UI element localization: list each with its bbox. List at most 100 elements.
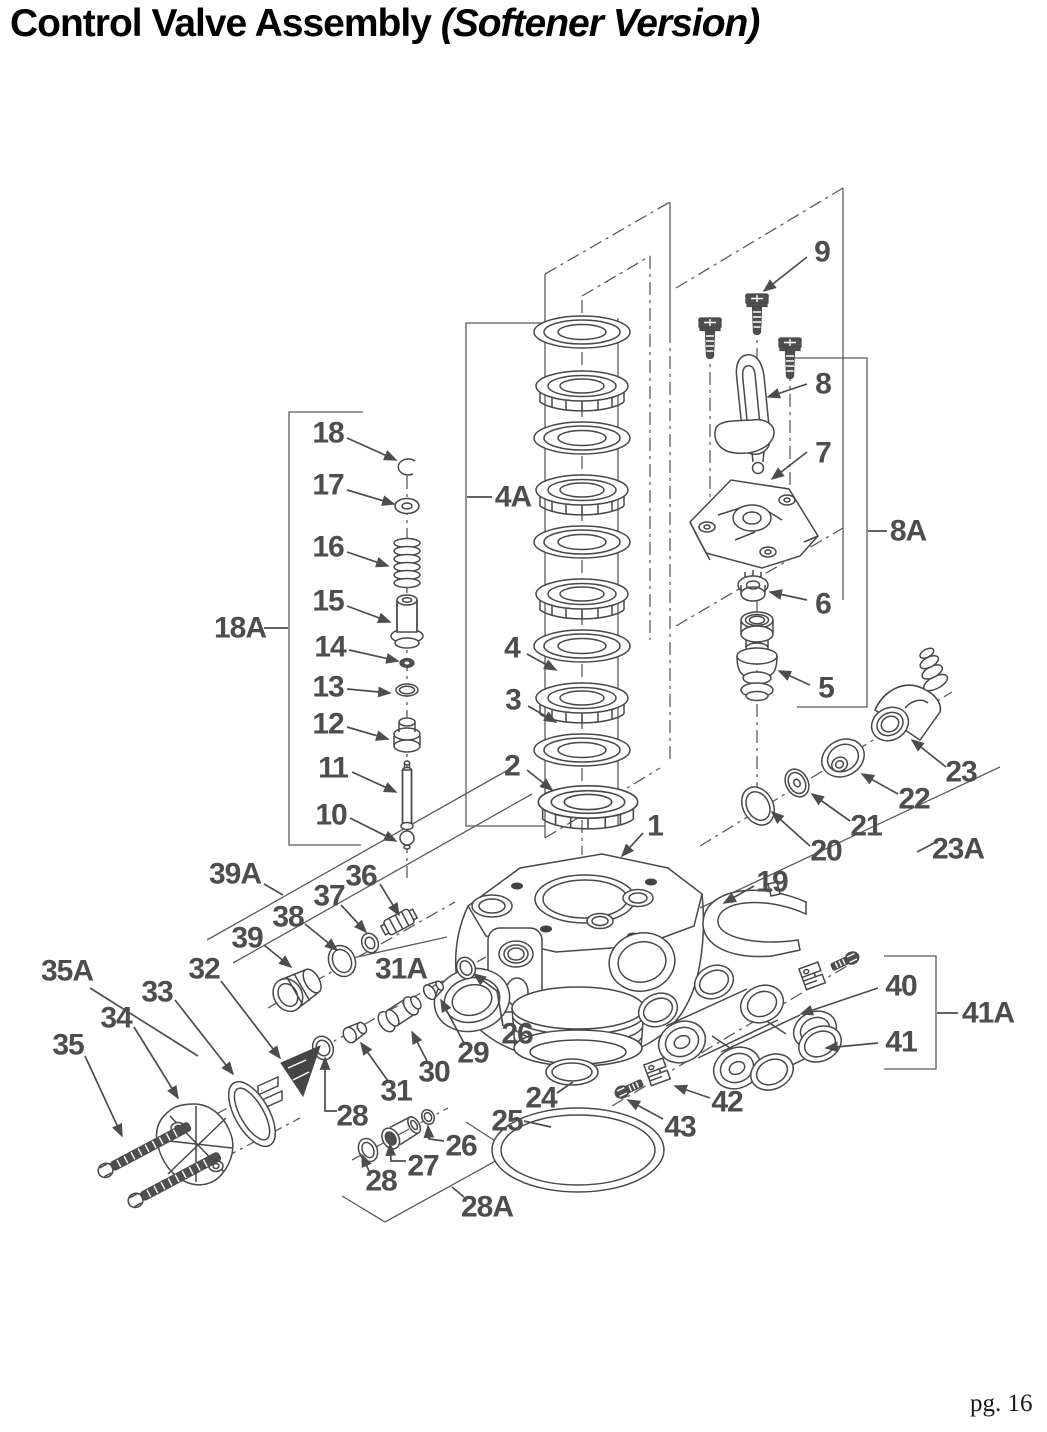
- leader-line-2: [526, 769, 554, 792]
- leader-line-1: [620, 832, 644, 858]
- leader-line-23: [910, 738, 947, 768]
- leader-line-39a: [263, 883, 284, 896]
- part-label-33: 33: [141, 976, 173, 1009]
- leader-line-15: [346, 605, 392, 623]
- leader-line-40: [799, 987, 879, 1016]
- leader-lines: [84, 256, 958, 1198]
- part-label-35a: 35A: [41, 955, 93, 988]
- leader-line-24: [556, 1081, 574, 1094]
- part-label-15: 15: [312, 585, 344, 618]
- clamp-screw: [828, 948, 862, 974]
- flow-direction-plate: [257, 1045, 321, 1111]
- leader-line-39: [263, 944, 293, 969]
- part-label-5: 5: [818, 672, 834, 705]
- leader-line-20: [770, 810, 811, 847]
- part-label-28: 28: [365, 1165, 397, 1198]
- part-label-39a: 39A: [209, 858, 261, 891]
- part-label-30: 30: [418, 1056, 450, 1089]
- drain-fitting: [381, 1116, 422, 1150]
- part-label-23a: 23A: [932, 833, 984, 866]
- outlet-fitting-group: [741, 647, 949, 826]
- part-label-29: 29: [457, 1037, 489, 1070]
- part-label-42: 42: [711, 1086, 743, 1119]
- elbow-fitting: [870, 647, 949, 742]
- part-label-26: 26: [445, 1130, 477, 1163]
- part-label-34: 34: [100, 1002, 133, 1035]
- connector-clip: [702, 881, 807, 958]
- part-label-28a: 28A: [461, 1191, 513, 1224]
- part-label-37: 37: [313, 880, 345, 913]
- part-label-43: 43: [664, 1111, 696, 1144]
- title-suffix: (Softener Version): [440, 2, 761, 45]
- leader-line-35a: [89, 987, 199, 1057]
- part-label-4: 4: [504, 632, 521, 665]
- nozzle-fitting: [272, 968, 322, 1013]
- cam-rotor: [737, 570, 769, 602]
- right-port: [608, 932, 676, 992]
- leader-line-17: [346, 489, 396, 506]
- leader-line-35: [84, 1055, 123, 1138]
- brine-elbow-insert: [379, 908, 419, 936]
- part-label-38: 38: [272, 901, 304, 934]
- injector-cover-group: [94, 1045, 321, 1211]
- part-label-31a: 31A: [375, 953, 427, 986]
- part-label-17: 17: [312, 469, 344, 502]
- part-label-41: 41: [885, 1026, 917, 1059]
- injector-throat: [377, 995, 422, 1033]
- brine-valve-assembly: [689, 293, 819, 702]
- screw: [698, 317, 722, 360]
- leader-line-42: [673, 1084, 711, 1099]
- part-label-13: 13: [312, 671, 344, 704]
- part-label-11: 11: [318, 752, 348, 785]
- leader-line-10: [349, 817, 398, 842]
- plunger: [390, 594, 424, 649]
- valve-body: [433, 853, 705, 1067]
- nut-fitting: [821, 738, 865, 778]
- part-label-14: 14: [314, 631, 347, 664]
- leader-line-22: [860, 773, 899, 795]
- leader-line-11: [351, 771, 398, 793]
- clamp: [798, 961, 827, 991]
- part-label-8a: 8A: [890, 515, 927, 548]
- leader-line-3: [527, 705, 558, 723]
- leader-line-5: [777, 670, 811, 686]
- part-label-25: 25: [491, 1105, 523, 1138]
- leader-line-38: [304, 923, 339, 952]
- leader-line-9: [762, 256, 808, 293]
- injector-screen: [342, 1021, 368, 1044]
- piston-rod-assembly: [390, 458, 424, 850]
- piston-rod: [399, 760, 415, 850]
- injector-nozzle: [422, 980, 445, 1001]
- part-label-39: 39: [231, 922, 263, 955]
- part-label-12: 12: [312, 708, 344, 741]
- brine-valve-piston: [736, 611, 778, 702]
- leader-line-13: [346, 686, 392, 698]
- cover-gasket: [227, 1080, 277, 1148]
- leader-line-29: [440, 998, 465, 1044]
- bypass-assembly: [612, 948, 862, 1102]
- part-label-27: 27: [407, 1150, 439, 1183]
- leader-line-32: [220, 980, 282, 1060]
- part-label-21: 21: [850, 810, 882, 843]
- part-label-10: 10: [315, 799, 347, 832]
- front-port: [433, 967, 511, 1033]
- part-labels: 12344A56788A910111213141516171818A192021…: [41, 236, 1015, 1224]
- part-label-9: 9: [814, 236, 830, 269]
- part-label-18a: 18A: [214, 612, 266, 645]
- cam-cover-plate: [689, 479, 819, 569]
- leader-line-19: [722, 885, 755, 904]
- leader-line-23a: [916, 841, 937, 853]
- page-title: Control Valve Assembly (Softener Version…: [10, 2, 761, 46]
- leader-line-43: [626, 1099, 664, 1120]
- leader-line-37: [340, 904, 368, 934]
- seal-retainer: [393, 717, 421, 753]
- leader-line-34: [133, 1026, 179, 1100]
- part-label-23: 23: [945, 756, 977, 789]
- leader-line-27: [385, 1142, 406, 1162]
- part-label-2: 2: [504, 750, 520, 783]
- retaining-clip: [397, 458, 416, 476]
- part-label-8: 8: [815, 368, 831, 401]
- page-number: pg. 16: [970, 1390, 1033, 1417]
